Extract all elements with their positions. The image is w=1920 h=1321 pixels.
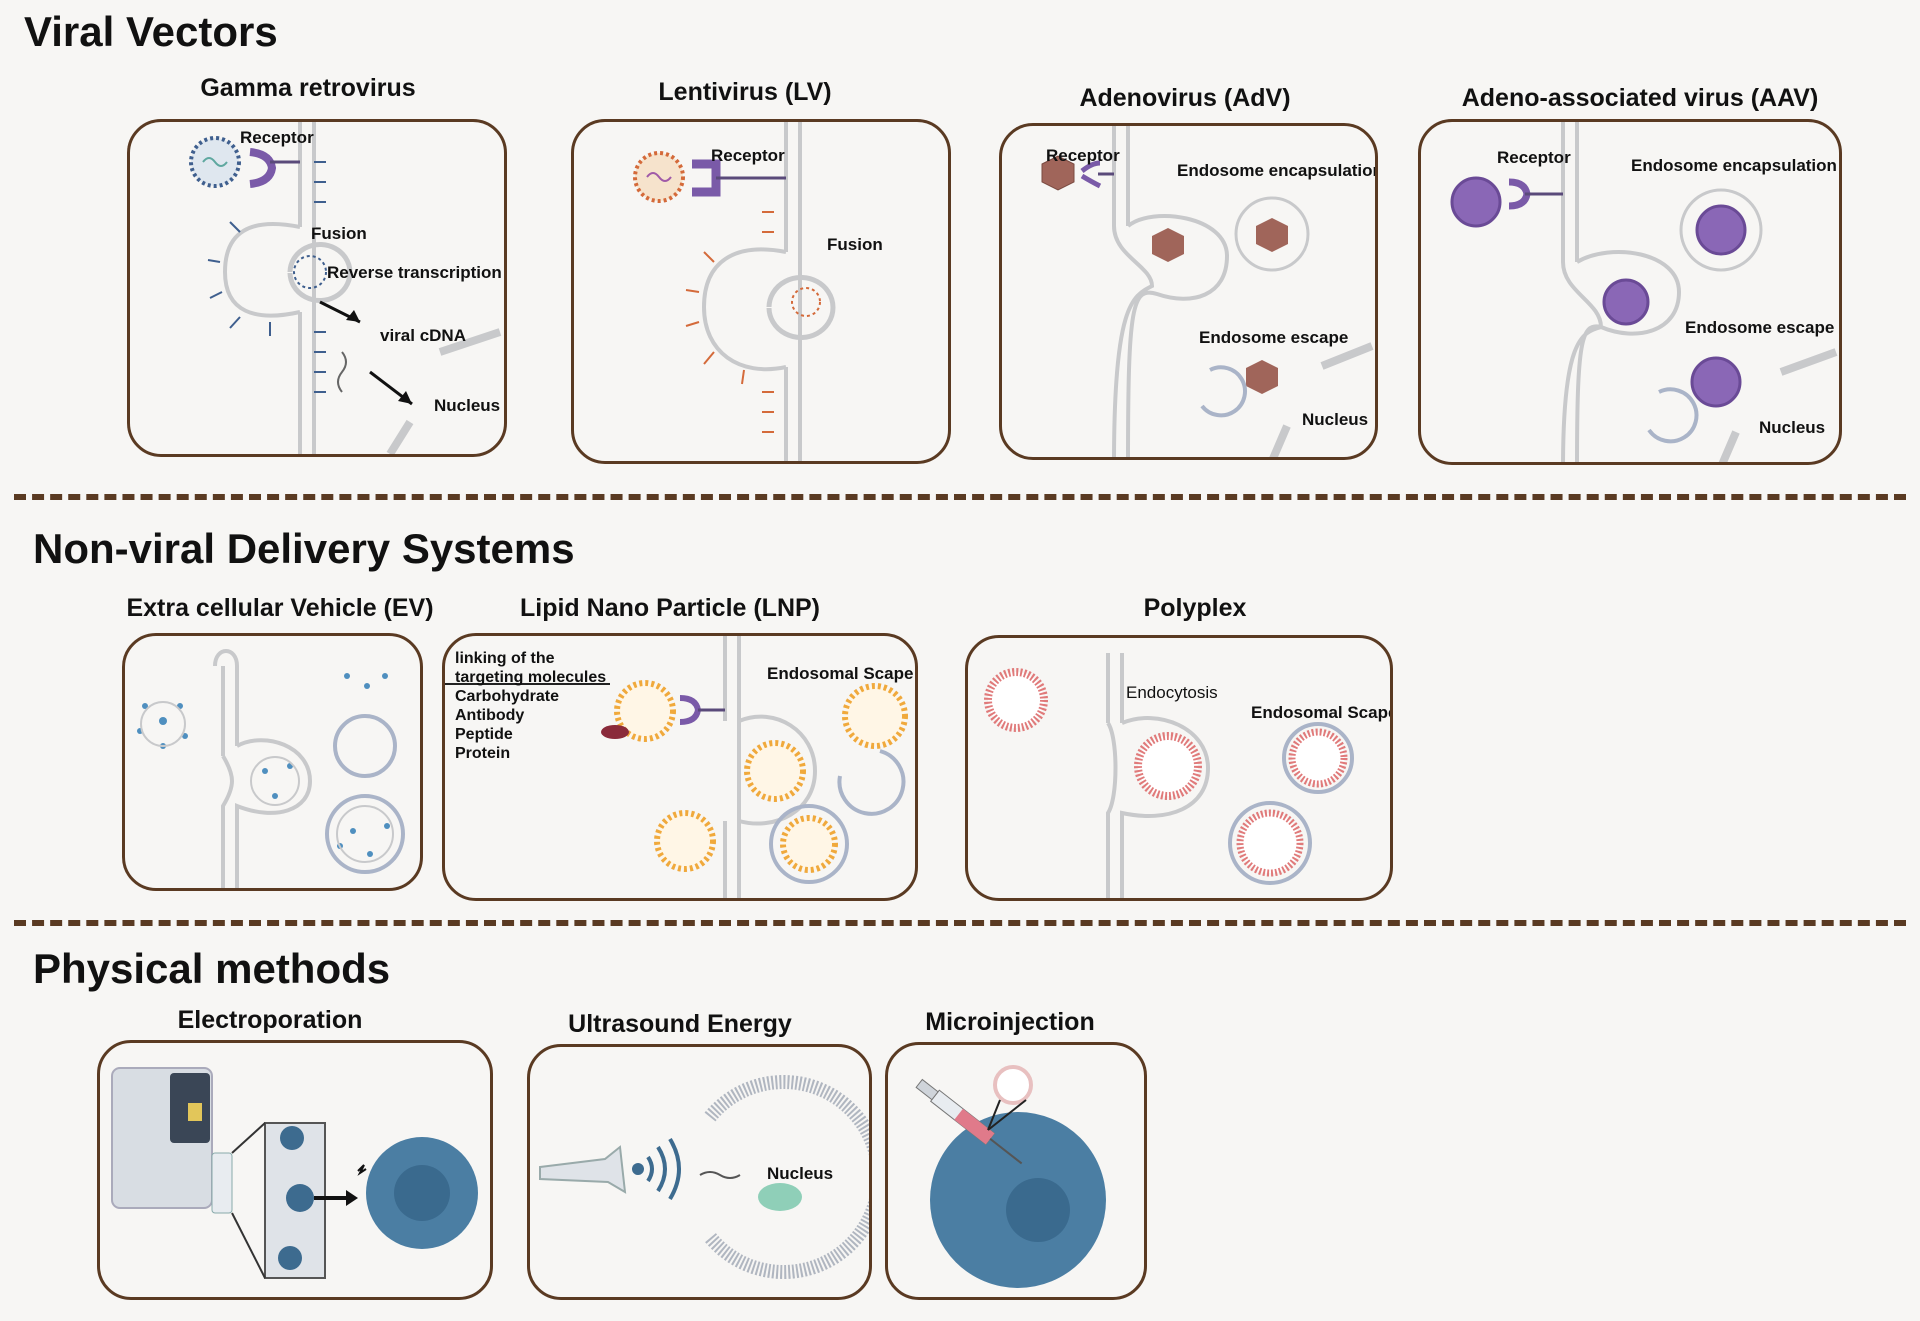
- label-endosome-encapsulation: Endosome encapsulation: [1631, 156, 1837, 175]
- targeting-line: targeting molecules: [455, 669, 607, 686]
- panel-adenovirus: Receptor Endosome encapsulation Endosome…: [999, 123, 1378, 460]
- label-endosome-escape: Endosome escape: [1685, 318, 1835, 337]
- polyplex-illustration: [984, 653, 1354, 898]
- targeting-line: Peptide: [455, 726, 513, 743]
- label-nucleus: Nucleus: [1759, 418, 1826, 437]
- label-endosome-escape: Endosome escape: [1199, 328, 1349, 347]
- label-endosomal-scape: Endosomal Scape: [767, 664, 914, 683]
- microinjection-illustration: [915, 1065, 1106, 1288]
- panel-polyplex: Endocytosis Endosomal Scape: [965, 635, 1393, 901]
- panel-electroporation: [97, 1040, 493, 1300]
- label-nucleus: Nucleus: [1302, 410, 1369, 429]
- panel-microinjection: [885, 1042, 1147, 1300]
- lentivirus-illustration: [633, 122, 836, 461]
- panel-lnp: linking of the targeting molecules Carbo…: [442, 633, 918, 901]
- targeting-line: linking of the: [455, 650, 555, 667]
- section-divider: [14, 920, 1906, 926]
- panel-gamma-retrovirus: Receptor Fusion Reverse transcription vi…: [127, 119, 507, 457]
- label-nucleus: Nucleus: [434, 396, 501, 415]
- label-endosomal-scape: Endosomal Scape: [1251, 703, 1393, 722]
- panel-title-microinjection: Microinjection: [925, 1008, 1095, 1036]
- label-endosome-encapsulation: Endosome encapsulation: [1177, 161, 1378, 180]
- targeting-line: Antibody: [455, 707, 525, 724]
- panel-aav: Receptor Endosome encapsulation Endosome…: [1418, 119, 1842, 465]
- panel-title-ev: Extra cellular Vehicle (EV): [126, 594, 434, 622]
- label-viral-cdna: viral cDNA: [380, 326, 466, 345]
- adenovirus-illustration: [1041, 126, 1374, 457]
- ultrasound-illustration: [539, 1075, 869, 1279]
- section-title-viral-vectors: Viral Vectors: [24, 8, 278, 55]
- panel-title-electroporation: Electroporation: [177, 1006, 363, 1034]
- targeting-line: Carbohydrate: [455, 688, 560, 705]
- panel-title-ultrasound: Ultrasound Energy: [568, 1010, 792, 1038]
- label-fusion: Fusion: [311, 224, 367, 243]
- panel-title-polyplex: Polyplex: [1143, 594, 1247, 622]
- label-receptor: Receptor: [1497, 148, 1571, 167]
- panel-ultrasound: Nucleus: [527, 1044, 872, 1300]
- label-fusion: Fusion: [827, 235, 883, 254]
- label-targeting-molecules: linking of the targeting molecules Carbo…: [455, 649, 606, 763]
- panel-lentivirus: Receptor Fusion: [571, 119, 951, 464]
- label-receptor: Receptor: [240, 128, 314, 147]
- electroporation-illustration: [111, 1067, 478, 1279]
- label-nucleus: Nucleus: [767, 1164, 834, 1183]
- lnp-illustration: [445, 636, 908, 898]
- section-divider: [14, 494, 1906, 500]
- targeting-line: Protein: [455, 745, 511, 762]
- label-endocytosis: Endocytosis: [1126, 683, 1218, 702]
- label-reverse-transcription: Reverse transcription: [327, 263, 502, 282]
- panel-title-lnp: Lipid Nano Particle (LNP): [519, 594, 821, 622]
- panel-title-gamma-retrovirus: Gamma retrovirus: [200, 74, 416, 102]
- section-title-physical-methods: Physical methods: [33, 945, 391, 992]
- panel-title-aav: Adeno-associated virus (AAV): [1461, 84, 1819, 112]
- aav-illustration: [1450, 122, 1838, 462]
- section-title-non-viral: Non-viral Delivery Systems: [33, 525, 575, 572]
- ev-illustration: [137, 649, 405, 888]
- panel-ev: [122, 633, 423, 891]
- panel-title-lentivirus: Lentivirus (LV): [658, 78, 832, 106]
- label-receptor: Receptor: [711, 146, 785, 165]
- gamma-retrovirus-illustration: [189, 122, 502, 454]
- panel-title-adenovirus: Adenovirus (AdV): [1079, 84, 1291, 112]
- label-receptor: Receptor: [1046, 146, 1120, 165]
